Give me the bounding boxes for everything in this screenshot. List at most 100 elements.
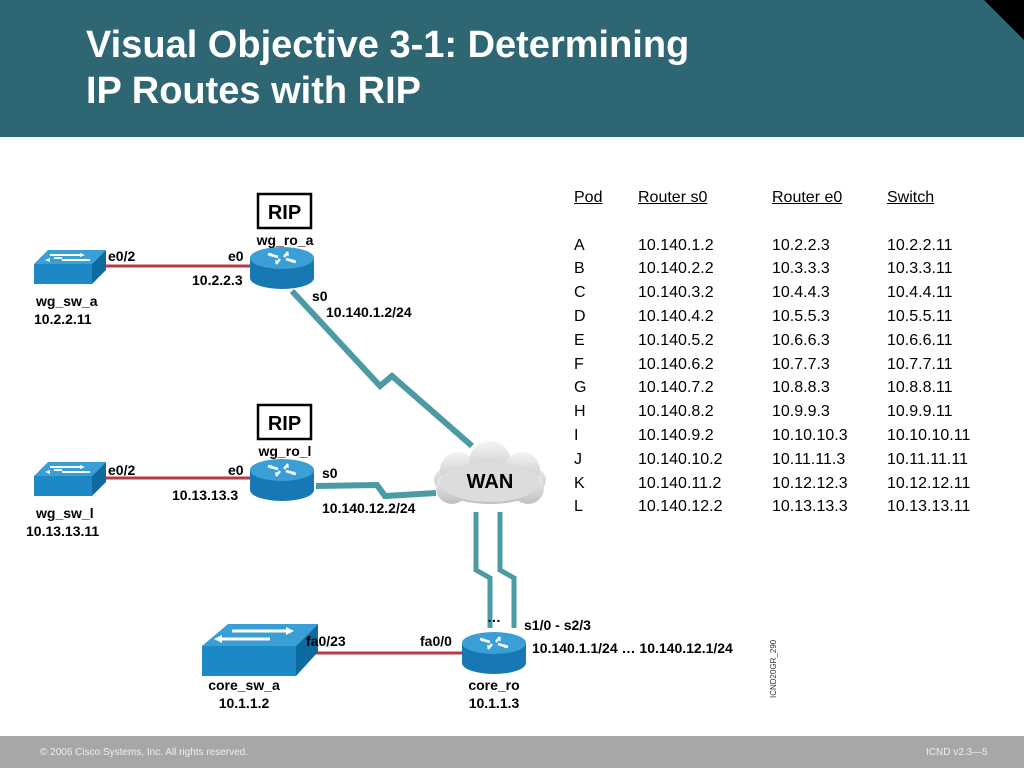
rip-box-top	[256, 192, 313, 230]
core-sw-a-name: core_sw_a	[208, 677, 280, 693]
column-header: Switch	[887, 188, 935, 206]
column-header: Pod	[574, 188, 603, 206]
wan-cloud-icon	[434, 441, 546, 504]
wg-ro-l-s0: s0	[322, 465, 338, 481]
table-cell: 10.6.6.3	[772, 331, 830, 349]
table-cell: 10.140.2.2	[638, 260, 714, 278]
title-bar: Visual Objective 3-1: Determining IP Rou…	[0, 0, 1024, 137]
wg-ro-a-e0-ip: 10.2.2.3	[192, 272, 243, 288]
table-cell: 10.10.10.3	[772, 427, 848, 445]
serial-link-wg-ro-l	[315, 481, 437, 500]
table-cell: 10.9.9.3	[772, 403, 830, 421]
table-cell: 10.7.7.11	[887, 355, 953, 373]
router-wg-ro-a-icon	[248, 245, 316, 291]
router-core-ro-icon	[460, 630, 528, 676]
slide-title: Visual Objective 3-1: Determining IP Rou…	[86, 22, 689, 114]
table-cell: 10.140.7.2	[638, 379, 714, 397]
table-cell: 10.8.8.11	[887, 379, 953, 397]
table-cell: 10.13.13.11	[887, 498, 971, 516]
wg-ro-a-s0: s0	[312, 288, 328, 304]
table-row: F 10.140.6.2 10.7.7.3 10.7.7.11	[574, 353, 997, 377]
title-line-2: IP Routes with RIP	[86, 70, 422, 112]
column-header: Router s0	[638, 188, 708, 206]
table-cell: 10.140.11.2	[638, 474, 722, 492]
core-ro-serial: s1/0 - s2/3	[524, 617, 591, 633]
wg-sw-a-ip: 10.2.2.11	[34, 311, 92, 327]
table-row: C 10.140.3.2 10.4.4.3 10.4.4.11	[574, 281, 997, 305]
switch-core-sw-a-icon	[202, 624, 318, 676]
table-cell: 10.3.3.11	[887, 260, 953, 278]
table-cell: 10.2.2.3	[772, 236, 830, 254]
table-row: K 10.140.11.2 10.12.12.3 10.12.12.11	[574, 472, 997, 496]
table-cell: 10.140.3.2	[638, 284, 714, 302]
table-spacer	[574, 210, 997, 234]
wg-ro-a-s0-ip: 10.140.1.2/24	[326, 304, 412, 320]
core-sw-a-ip: 10.1.1.2	[219, 695, 270, 711]
title-line-1: Visual Objective 3-1: Determining	[86, 24, 690, 66]
core-ro-serial-ips: 10.140.1.1/24 … 10.140.12.1/24	[532, 640, 733, 656]
table-cell: 10.140.1.2	[638, 236, 714, 254]
table-cell: F	[574, 355, 584, 373]
rip-label-top: RIP	[268, 202, 301, 224]
serial-link-core-ro-a	[473, 512, 493, 628]
router-wg-ro-l-icon	[248, 457, 316, 503]
rip-box-mid	[256, 403, 313, 441]
wg-ro-a-e0: e0	[228, 248, 244, 264]
wg-ro-l-name: wg_ro_l	[258, 443, 312, 459]
wg-sw-a-name: wg_sw_a	[35, 293, 98, 309]
table-cell: 10.12.12.11	[887, 474, 971, 492]
table-cell: 10.12.12.3	[772, 474, 848, 492]
table-cell: 10.140.8.2	[638, 403, 714, 421]
wg-ro-a-name: wg_ro_a	[256, 232, 314, 248]
table-cell: 10.2.2.11	[887, 236, 953, 254]
footer-copyright: © 2006 Cisco Systems, Inc. All rights re…	[40, 747, 249, 758]
wg-sw-l-ip: 10.13.13.11	[26, 523, 99, 539]
pod-address-table: Pod Router s0 Router e0 Switch A 10.140.1…	[574, 186, 997, 519]
table-row: A 10.140.1.2 10.2.2.3 10.2.2.11	[574, 234, 997, 258]
table-cell: I	[574, 427, 579, 445]
switch-wg-sw-a-icon	[33, 249, 107, 285]
table-cell: A	[574, 236, 585, 254]
network-diagram: RIP RIP WAN wg_ro_a e0 10.2.2.3 s0 10.14…	[26, 192, 778, 711]
table-cell: H	[574, 403, 586, 421]
table-cell: 10.5.5.3	[772, 308, 830, 326]
table-cell: C	[574, 284, 586, 302]
wg-ro-l-e0: e0	[228, 462, 244, 478]
wg-sw-l-port: e0/2	[108, 462, 135, 478]
table-cell: J	[574, 450, 582, 468]
core-sw-a-port: fa0/23	[306, 633, 346, 649]
wg-ro-l-s0-ip: 10.140.12.2/24	[322, 500, 416, 516]
switch-wg-sw-l-icon	[33, 461, 107, 497]
wan-label: WAN	[467, 471, 514, 493]
rip-label-mid: RIP	[268, 413, 301, 435]
core-ro-ip: 10.1.1.3	[469, 695, 520, 711]
table-cell: 10.4.4.11	[887, 284, 953, 302]
table-cell: 10.4.4.3	[772, 284, 830, 302]
wg-sw-a-port: e0/2	[108, 248, 135, 264]
core-ro-port: fa0/0	[420, 633, 452, 649]
wg-ro-l-e0-ip: 10.13.13.3	[172, 487, 238, 503]
serial-link-wg-ro-a	[289, 288, 474, 449]
table-cell: 10.140.9.2	[638, 427, 714, 445]
table-cell: 10.140.6.2	[638, 355, 714, 373]
table-cell: 10.11.11.3	[772, 450, 846, 468]
corner-triangle	[984, 0, 1024, 40]
table-header-row: Pod Router s0 Router e0 Switch	[574, 186, 997, 210]
footer-page: ICND v2.3—5	[926, 747, 988, 758]
core-ro-dots: …	[487, 609, 501, 625]
table-cell: 10.7.7.3	[772, 355, 830, 373]
table-cell: E	[574, 331, 585, 349]
table-cell: 10.6.6.11	[887, 331, 953, 349]
wg-sw-l-name: wg_sw_l	[35, 505, 94, 521]
figure-id: ICND20GR_290	[769, 639, 778, 698]
table-cell: 10.140.12.2	[638, 498, 723, 516]
table-cell: K	[574, 474, 585, 492]
table-cell: G	[574, 379, 587, 397]
table-cell: 10.5.5.11	[887, 308, 953, 326]
